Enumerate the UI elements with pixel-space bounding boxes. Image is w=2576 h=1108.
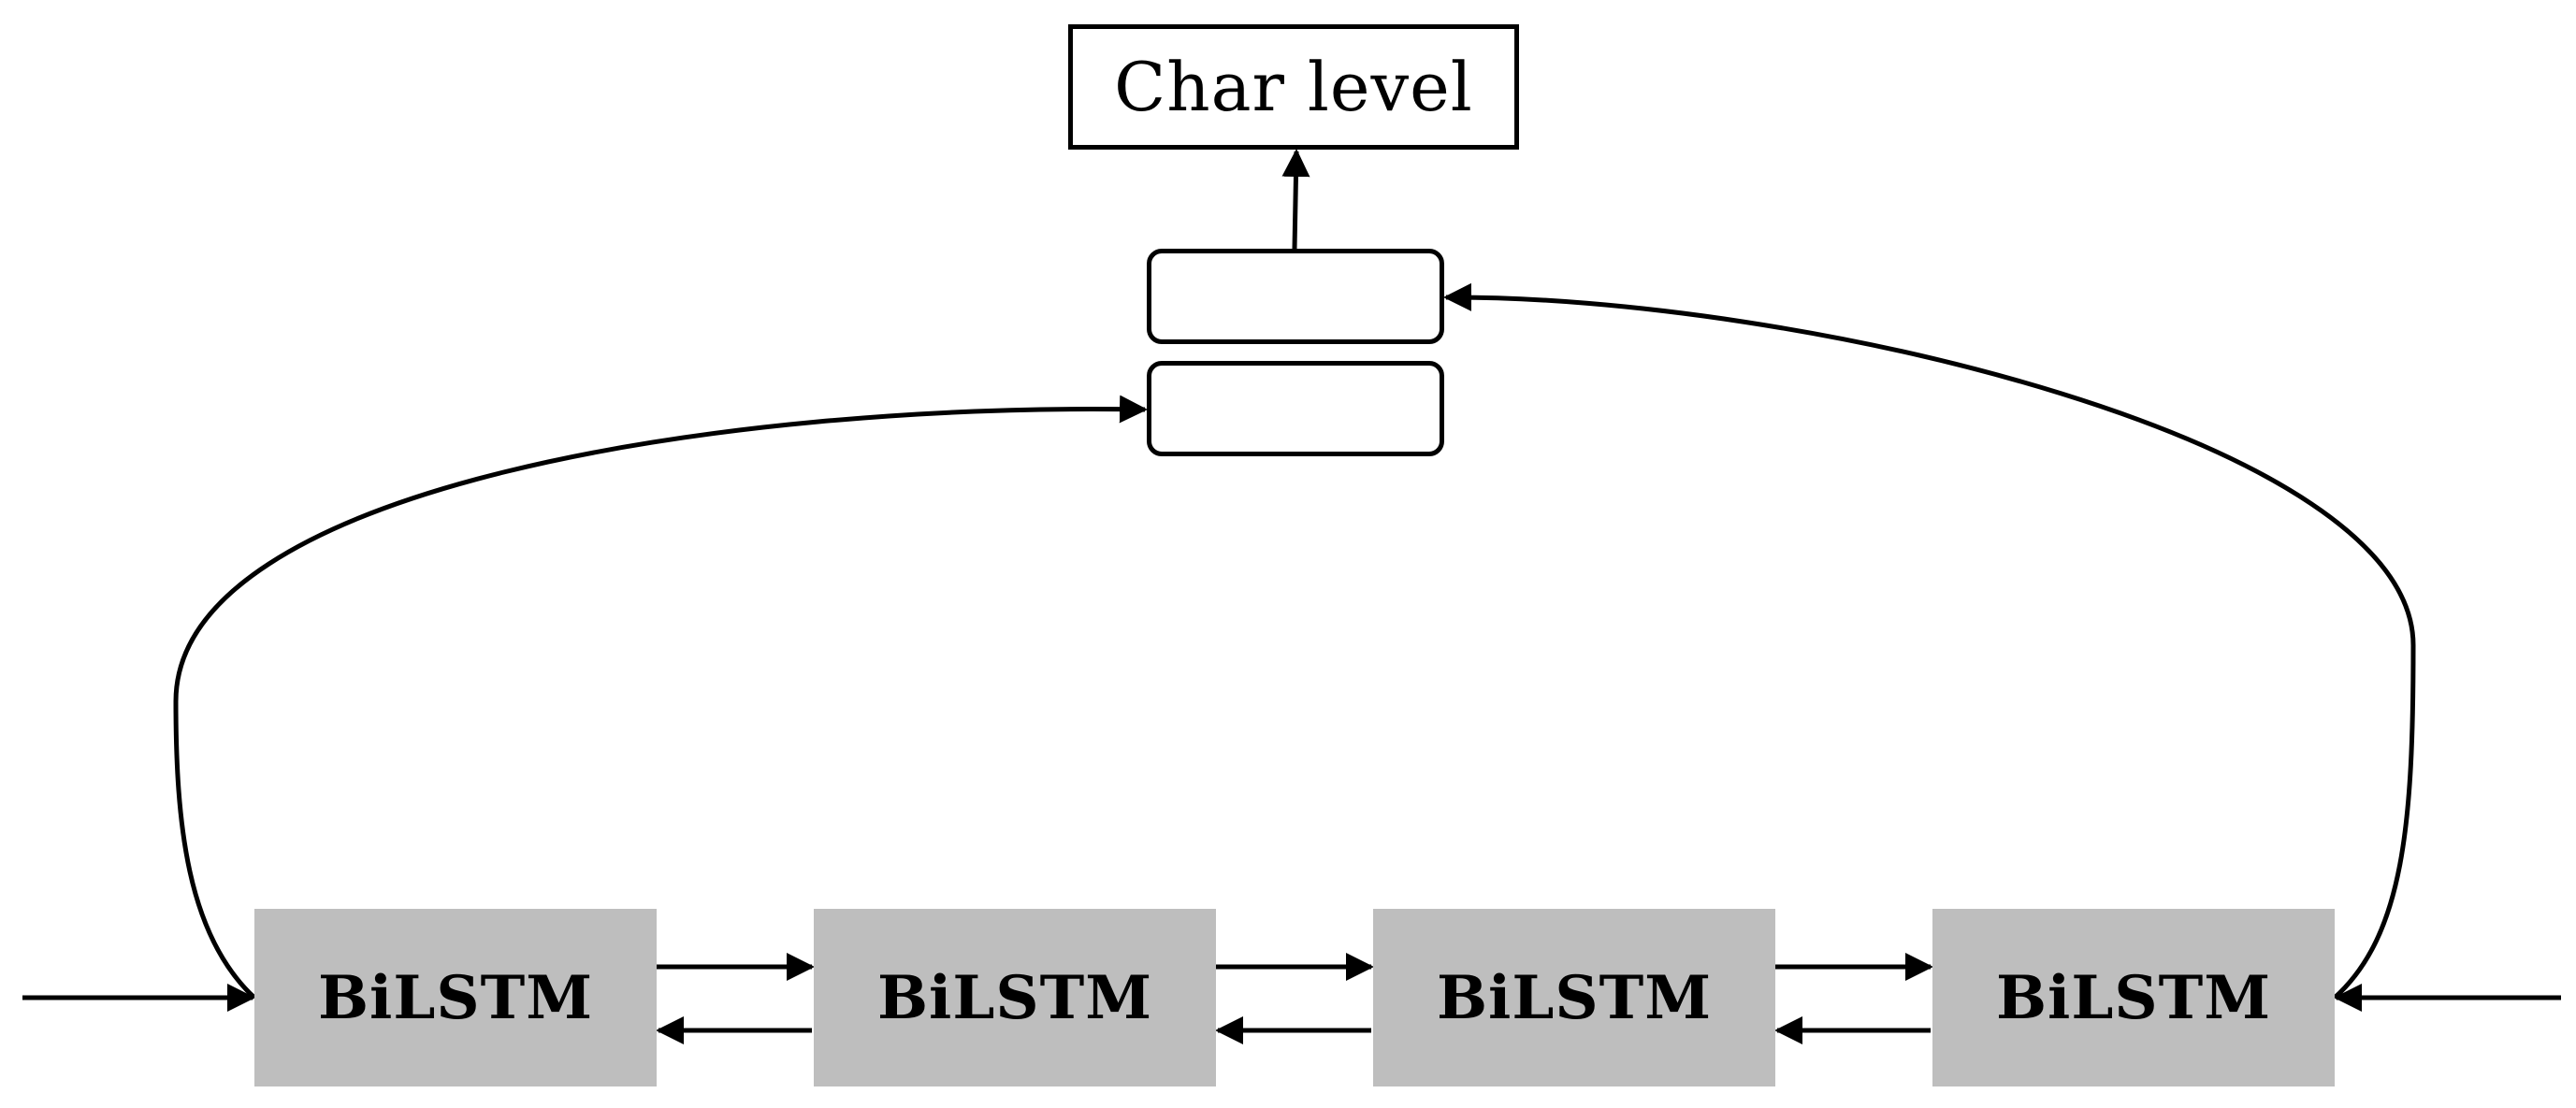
bilstm-cell-1: BiLSTM	[254, 909, 657, 1086]
bilstm-cell-1-label: BiLSTM	[317, 962, 594, 1033]
bilstm-cell-2-label: BiLSTM	[876, 962, 1153, 1033]
char-level-label: Char level	[1114, 48, 1473, 126]
concat-vector-top	[1147, 249, 1444, 344]
up-arrow-to-char-level	[1281, 149, 1310, 250]
concat-vector-bottom	[1147, 361, 1444, 456]
left-curve-arrow	[173, 395, 1148, 1000]
bilstm-cell-2: BiLSTM	[814, 909, 1216, 1086]
char-level-node: Char level	[1068, 24, 1519, 150]
bilstm-cell-3: BiLSTM	[1373, 909, 1775, 1086]
bilstm-cell-3-label: BiLSTM	[1436, 962, 1713, 1033]
bilstm-cell-4: BiLSTM	[1932, 909, 2335, 1086]
bilstm-cell-4-label: BiLSTM	[1995, 962, 2272, 1033]
right-curve-arrow	[1443, 282, 2416, 1000]
